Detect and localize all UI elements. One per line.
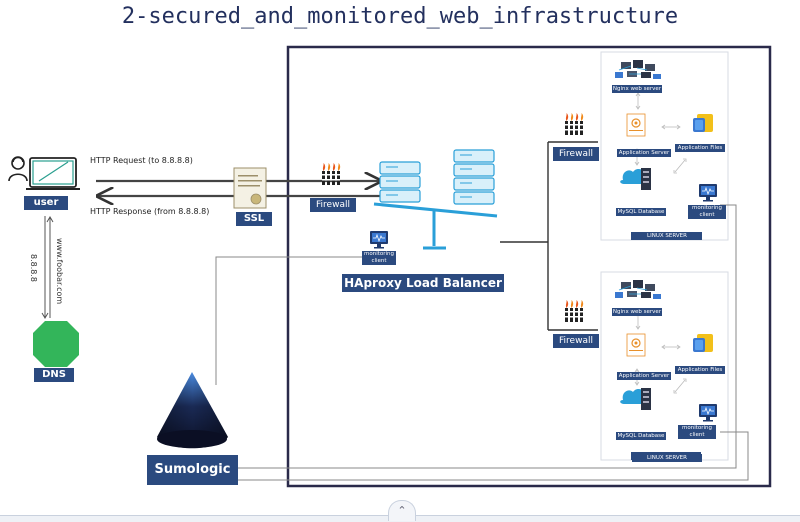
server2-monitor-label: monitoring client bbox=[678, 425, 716, 439]
user-dns-arrows bbox=[41, 216, 54, 319]
dns-domain-text: www.foobar.com bbox=[55, 238, 64, 305]
sumologic-label: Sumologic bbox=[147, 455, 238, 485]
firewall-server1-label: Firewall bbox=[553, 147, 599, 161]
firewall-main-label: Firewall bbox=[310, 198, 356, 212]
server1-monitor-label: monitoring client bbox=[688, 205, 726, 219]
server1-app-files-label: Application Files bbox=[675, 144, 725, 152]
ssl-label: SSL bbox=[236, 212, 272, 226]
dns-label: DNS bbox=[34, 368, 74, 382]
server1-footer: LINUX SERVER bbox=[632, 232, 702, 240]
server2-footer: LINUX SERVER bbox=[632, 454, 702, 462]
user-label: user bbox=[24, 196, 68, 210]
dns-ip-text: 8.8.8.8 bbox=[29, 254, 38, 282]
page-title: 2-secured_and_monitored_web_infrastructu… bbox=[121, 4, 679, 29]
lb-server-connectors bbox=[500, 141, 598, 331]
dns-octagon-icon bbox=[33, 321, 79, 367]
server2-app-files-label: Application Files bbox=[675, 366, 725, 374]
server1-app-server-label: Application Server bbox=[617, 149, 671, 157]
server2-nginx-label: Nginx web server bbox=[612, 308, 662, 316]
lb-monitor-icon bbox=[369, 230, 389, 249]
sumologic-cone-icon bbox=[157, 372, 228, 449]
load-balancer-label: HAproxy Load Balancer bbox=[342, 274, 504, 292]
user-icon bbox=[8, 156, 80, 190]
server2-app-server-label: Application Server bbox=[617, 372, 671, 380]
chevron-up-icon: ⌃ bbox=[397, 504, 407, 517]
firewall-server1-icon bbox=[565, 113, 584, 135]
firewall-server2-label: Firewall bbox=[553, 334, 599, 348]
server1-mysql-label: MySQL Database bbox=[616, 208, 666, 216]
load-balancer-icon bbox=[373, 149, 498, 250]
scroll-up-button[interactable]: ⌃ bbox=[388, 500, 416, 521]
monitoring-lines bbox=[215, 204, 749, 481]
http-response-text: HTTP Response (from 8.8.8.8) bbox=[90, 207, 210, 216]
http-request-text: HTTP Request (to 8.8.8.8) bbox=[90, 156, 193, 165]
ssl-certificate-icon bbox=[233, 167, 267, 209]
lb-monitor-label: monitoring client bbox=[362, 251, 396, 265]
server1-nginx-label: Nginx web server bbox=[612, 85, 662, 93]
server2-mysql-label: MySQL Database bbox=[616, 432, 666, 440]
firewall-server2-icon bbox=[565, 300, 584, 322]
